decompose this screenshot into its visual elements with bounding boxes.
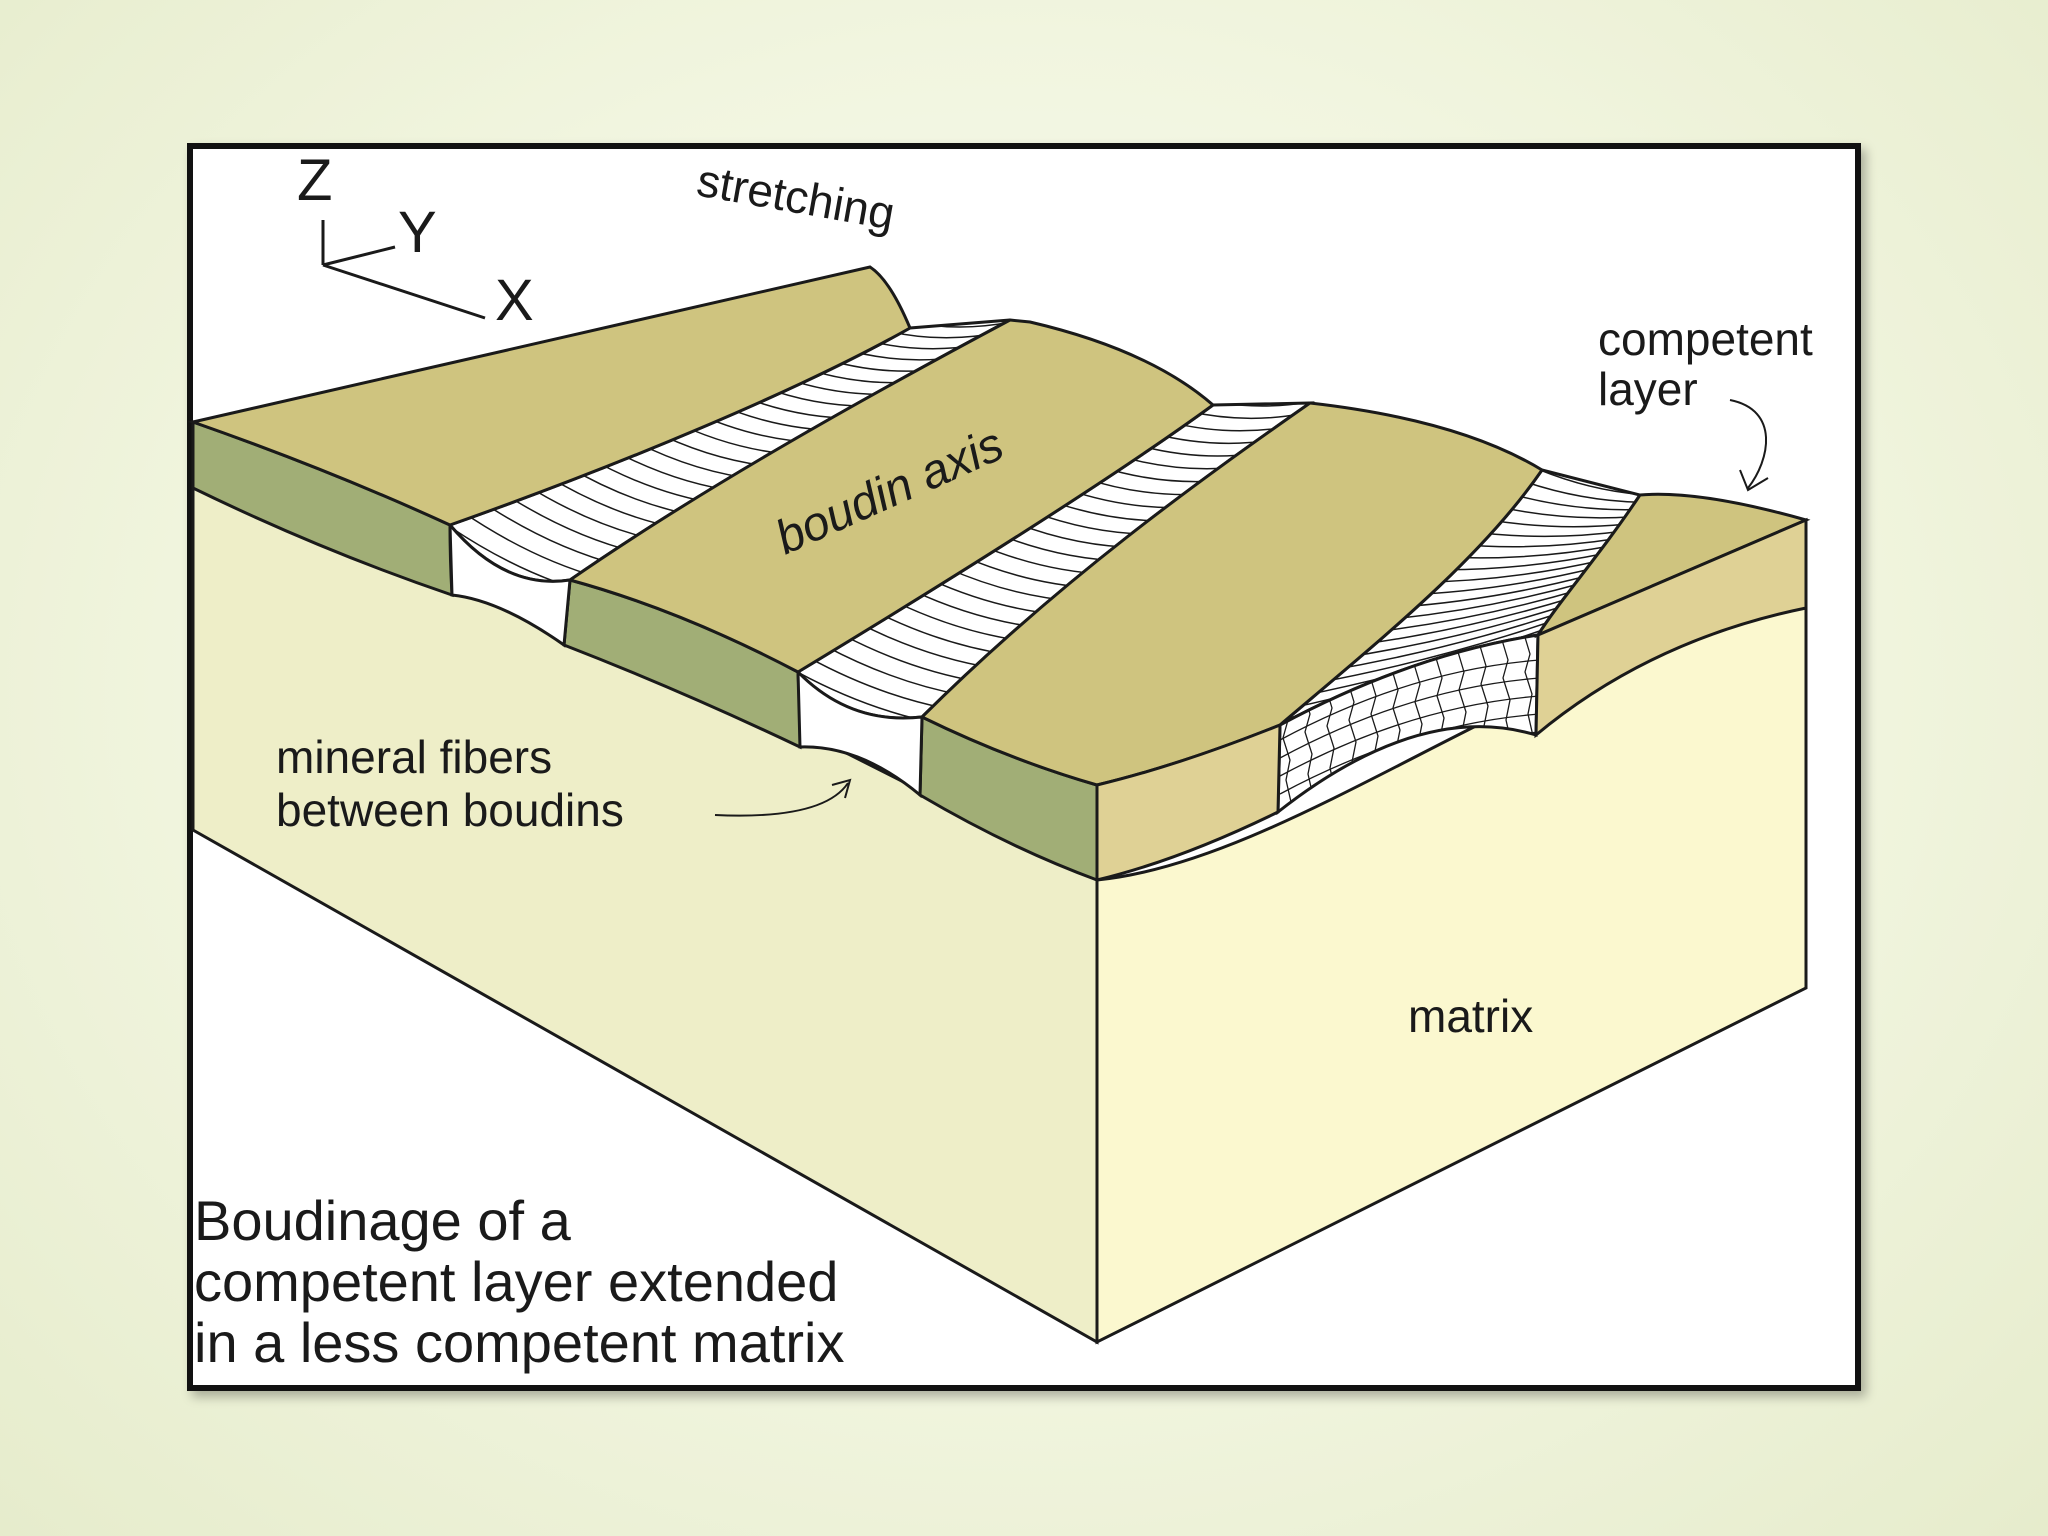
fiber-line bbox=[1534, 470, 1640, 496]
mineral-fibers-label-line2: between boudins bbox=[276, 784, 624, 836]
stretching-label: stretching bbox=[693, 154, 898, 240]
mineral-fibers-label-line1: mineral fibers bbox=[276, 731, 552, 783]
axis-indicator bbox=[321, 220, 486, 320]
boudin-1-top bbox=[187, 265, 912, 527]
competent-layer-arrow bbox=[1729, 399, 1769, 492]
boudin-3-front-face bbox=[1095, 722, 1282, 882]
fiber-crack bbox=[1279, 695, 1538, 777]
axis-x-label: X bbox=[495, 268, 534, 333]
fiber-zone-2-front bbox=[796, 668, 924, 799]
fiber-line bbox=[798, 667, 931, 719]
fiber-crack bbox=[1279, 677, 1538, 759]
fiber-line bbox=[1337, 603, 1571, 660]
fiber-line bbox=[1324, 610, 1566, 672]
competent-layer-label-line1: competent bbox=[1598, 313, 1813, 365]
fiber-line bbox=[1311, 617, 1561, 685]
matrix-label: matrix bbox=[1408, 990, 1533, 1042]
caption-line2: competent layer extended bbox=[194, 1250, 838, 1313]
axis-y-label: Y bbox=[398, 200, 437, 265]
fiber-crack bbox=[1523, 635, 1534, 737]
caption-line1: Boudinage of a bbox=[194, 1189, 572, 1252]
competent-layer-label-line2: layer bbox=[1598, 363, 1698, 415]
boudin-2-top bbox=[566, 318, 1216, 674]
boudin-4-front-face bbox=[1534, 517, 1808, 739]
fiber-zone-1-front bbox=[448, 520, 572, 648]
axis-z-label: Z bbox=[297, 148, 332, 213]
mineral-fibers-arrow bbox=[714, 778, 852, 817]
caption-line3: in a less competent matrix bbox=[194, 1311, 844, 1374]
fiber-crack bbox=[1279, 659, 1538, 741]
fiber-crack bbox=[1501, 639, 1512, 743]
fiber-crack bbox=[1325, 687, 1336, 791]
fiber-line bbox=[806, 656, 947, 710]
fiber-line bbox=[1521, 479, 1640, 503]
fiber-line bbox=[1204, 403, 1310, 407]
